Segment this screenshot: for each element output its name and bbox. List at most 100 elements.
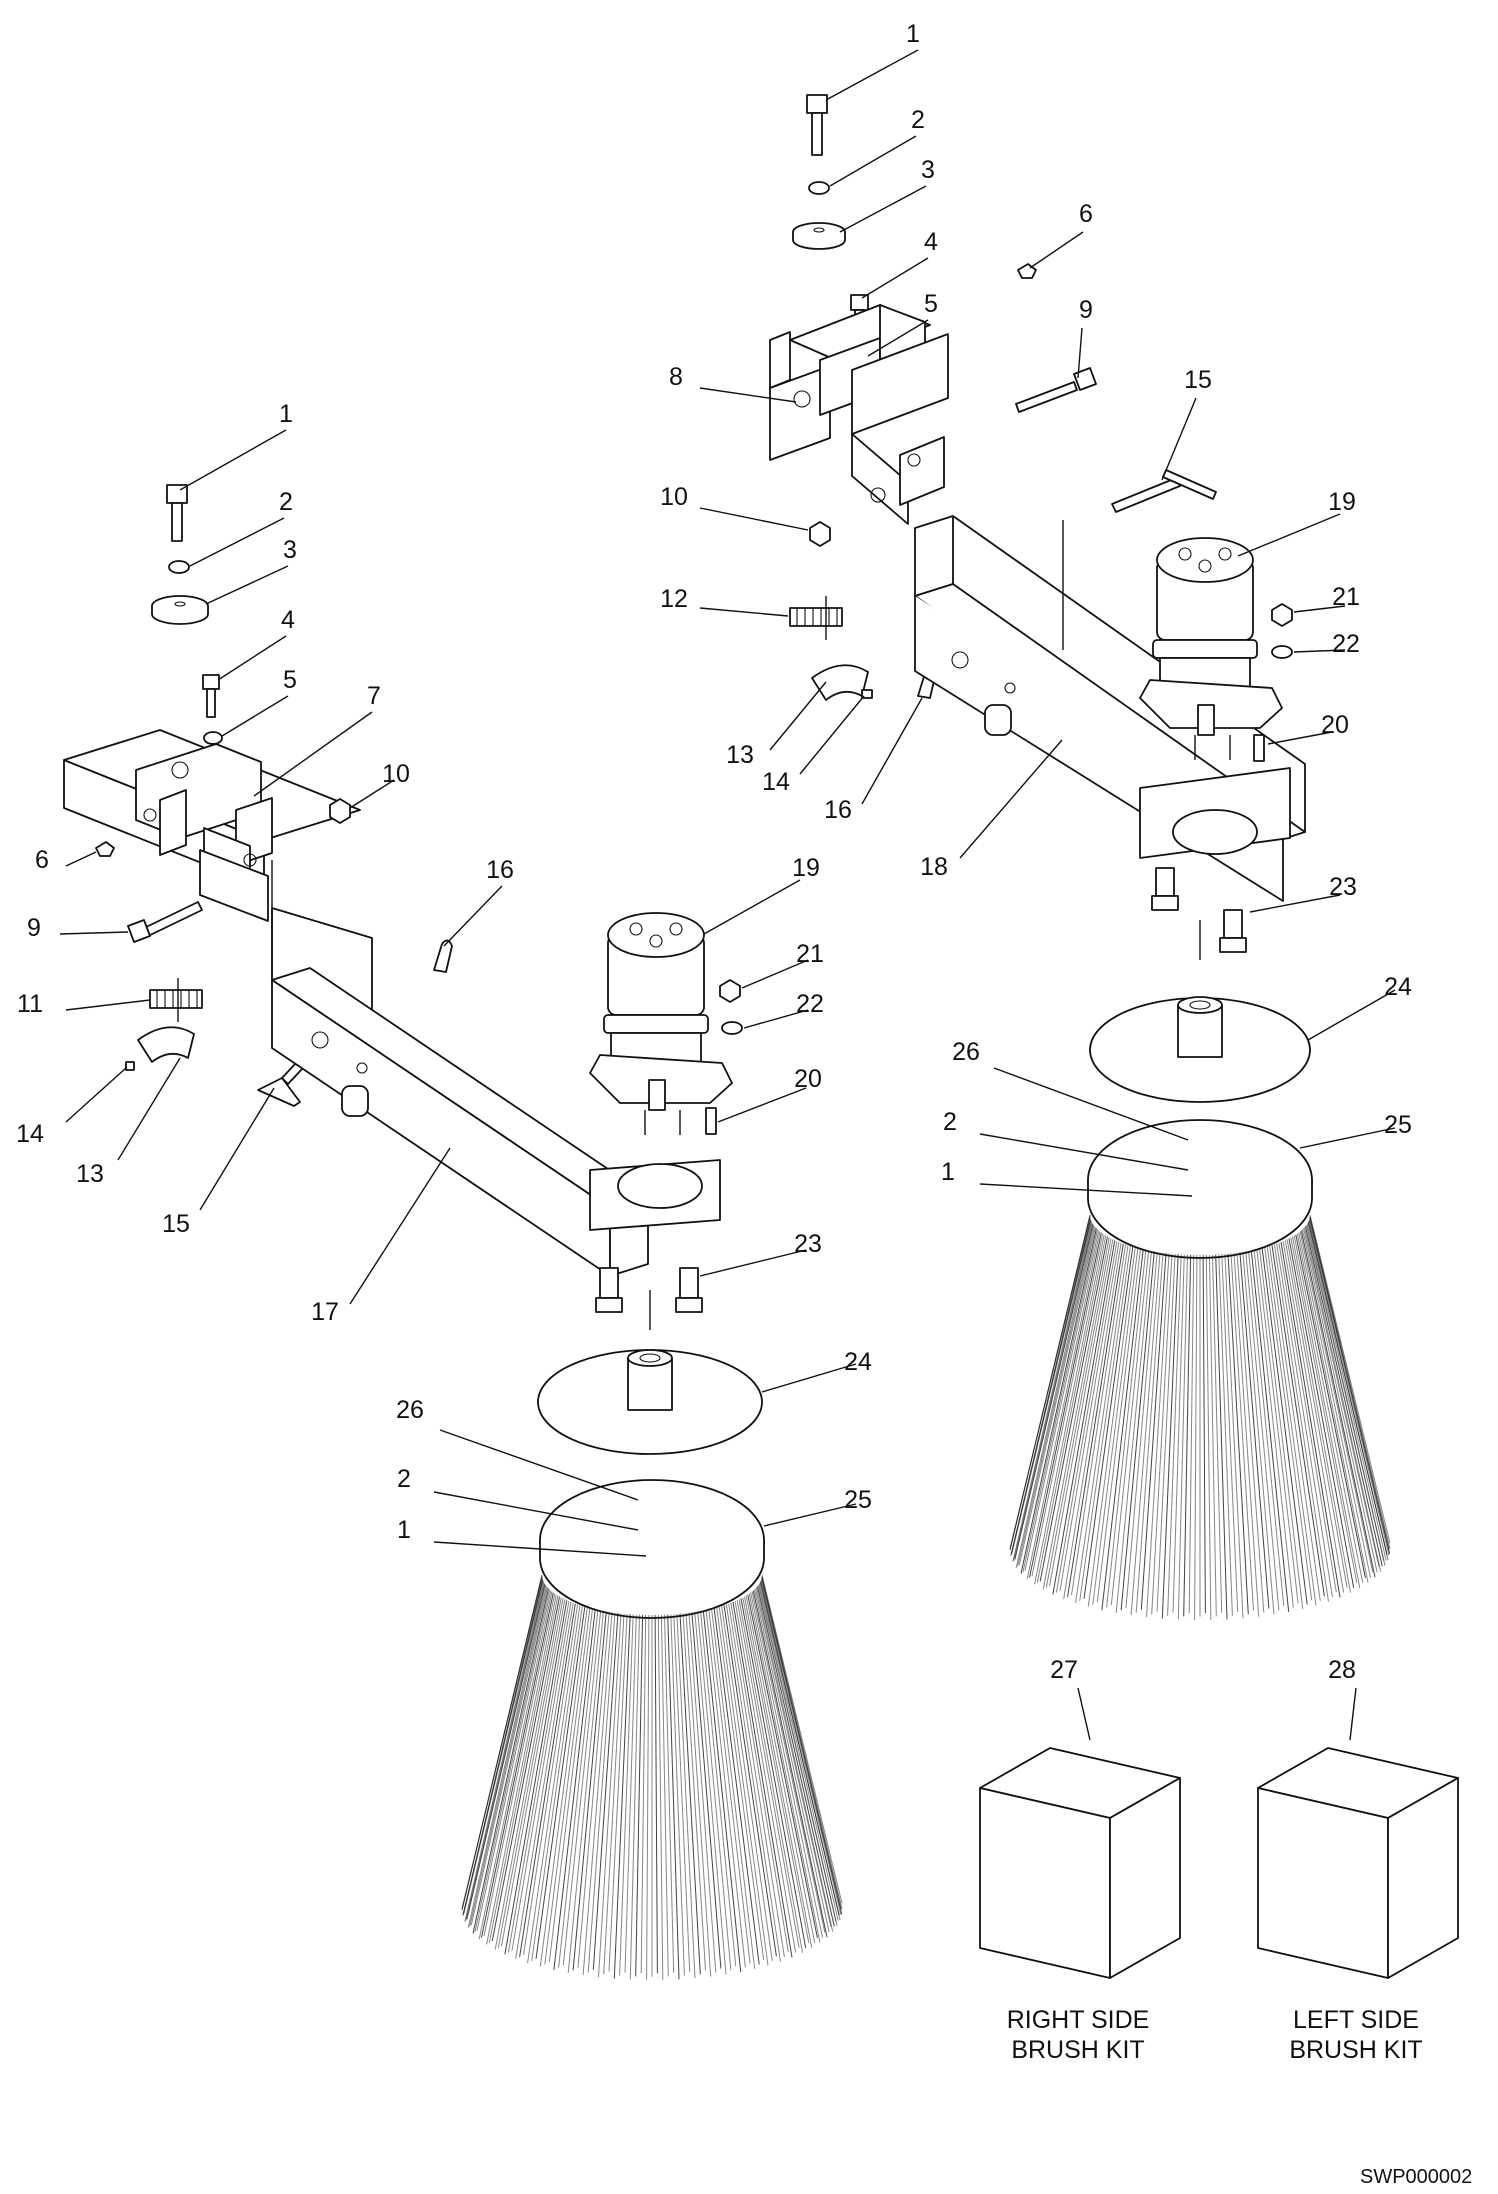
bristle: [759, 1582, 839, 1921]
bristle: [756, 1587, 834, 1932]
callout-number: 21: [796, 940, 824, 968]
bristle: [1024, 1230, 1100, 1571]
bristle: [1253, 1249, 1294, 1608]
hex-bolt: [595, 1267, 703, 1330]
hex-bolt: [1151, 867, 1247, 960]
bristle: [481, 1592, 554, 1938]
callout-number: 1: [941, 1158, 955, 1186]
bristle: [1290, 1237, 1358, 1583]
callout-number: 6: [35, 846, 49, 874]
callout-number: 8: [669, 363, 683, 391]
bristle: [1245, 1251, 1280, 1611]
bristle: [716, 1607, 765, 1961]
callout-number: 17: [311, 1298, 339, 1326]
hex-nut: [1271, 603, 1293, 627]
bristle: [1015, 1225, 1095, 1568]
bristle: [1075, 1245, 1129, 1603]
bristle: [688, 1612, 717, 1973]
leader-line: [829, 135, 917, 187]
bristle: [728, 1603, 785, 1957]
bristle: [1221, 1254, 1239, 1612]
callout-number: 16: [486, 856, 514, 884]
leader-line: [1267, 731, 1333, 745]
bristle: [624, 1614, 637, 1973]
bristle: [613, 1614, 631, 1979]
bristle: [1282, 1241, 1345, 1593]
shaft-key: [705, 1107, 717, 1135]
bristle: [1045, 1238, 1112, 1588]
shaft-key: [1253, 734, 1265, 762]
bristle: [725, 1604, 781, 1962]
hex-bolt: [166, 484, 188, 542]
bristle: [1087, 1247, 1136, 1607]
bristle: [491, 1596, 560, 1942]
bristle: [1018, 1227, 1096, 1566]
left-assembly: [63, 484, 843, 1981]
split-clip: [137, 1026, 195, 1063]
bristle: [527, 1605, 581, 1963]
callout-number: 4: [281, 606, 295, 634]
lock-washer: [721, 1021, 743, 1035]
bristle: [697, 1611, 732, 1971]
bristle: [587, 1612, 616, 1973]
bristle: [1130, 1252, 1161, 1616]
bristle: [723, 1605, 777, 1957]
bristle: [1300, 1230, 1376, 1578]
bristle: [1071, 1244, 1127, 1595]
bristle: [466, 1583, 546, 1920]
bristle: [1280, 1241, 1341, 1598]
callout-number: 22: [1332, 630, 1360, 658]
callout-number: 27: [1050, 1656, 1078, 1684]
callout-number: 25: [844, 1486, 872, 1514]
bristle: [670, 1614, 685, 1976]
brush-disc: [1087, 1119, 1313, 1259]
bristle: [1067, 1243, 1124, 1597]
bristle: [1261, 1247, 1308, 1605]
hex-bolt: [202, 674, 220, 718]
long-bolt: [127, 901, 203, 943]
lock-washer: [1271, 645, 1293, 659]
bristle: [476, 1590, 552, 1931]
bristle: [673, 1614, 691, 1972]
spring: [789, 596, 843, 640]
bristle: [535, 1606, 586, 1959]
leader-line: [65, 1067, 127, 1123]
callout-number: 15: [1184, 366, 1212, 394]
leader-line: [717, 1087, 807, 1123]
bristle: [761, 1574, 843, 1904]
bristle: [761, 1577, 843, 1915]
bristle: [740, 1598, 807, 1948]
callout-number: 11: [17, 990, 43, 1018]
callout-number: 14: [762, 768, 790, 796]
hex-nut: [329, 798, 351, 824]
leader-line: [253, 711, 373, 797]
callout-number: 2: [911, 106, 925, 134]
bristle: [1308, 1220, 1389, 1561]
leader-line: [1029, 231, 1084, 269]
bristle: [1304, 1227, 1382, 1572]
leader-line: [1349, 1687, 1357, 1741]
bristle: [582, 1612, 613, 1976]
bristle: [708, 1609, 751, 1964]
bristle: [1161, 1254, 1179, 1619]
bristle: [1292, 1236, 1361, 1588]
flat-washer: [151, 595, 209, 625]
bristle: [1256, 1249, 1299, 1604]
bristle: [483, 1593, 556, 1937]
hex-nut: [719, 979, 741, 1003]
callout-number: 3: [921, 156, 935, 184]
bristle: [1029, 1232, 1102, 1578]
drawing-code: SWP000002: [1360, 2166, 1472, 2188]
small-pin: [861, 689, 873, 699]
bristle: [1218, 1254, 1233, 1616]
bristle: [1212, 1254, 1223, 1613]
bristle: [507, 1601, 570, 1953]
leader-line: [1237, 513, 1341, 557]
callout-number: 26: [952, 1038, 980, 1066]
bristle: [1020, 1228, 1097, 1574]
bristle: [467, 1585, 547, 1928]
leader-line: [1299, 1127, 1396, 1149]
bristle: [469, 1586, 547, 1927]
bristle: [464, 1581, 545, 1923]
bristle: [1013, 1222, 1093, 1561]
